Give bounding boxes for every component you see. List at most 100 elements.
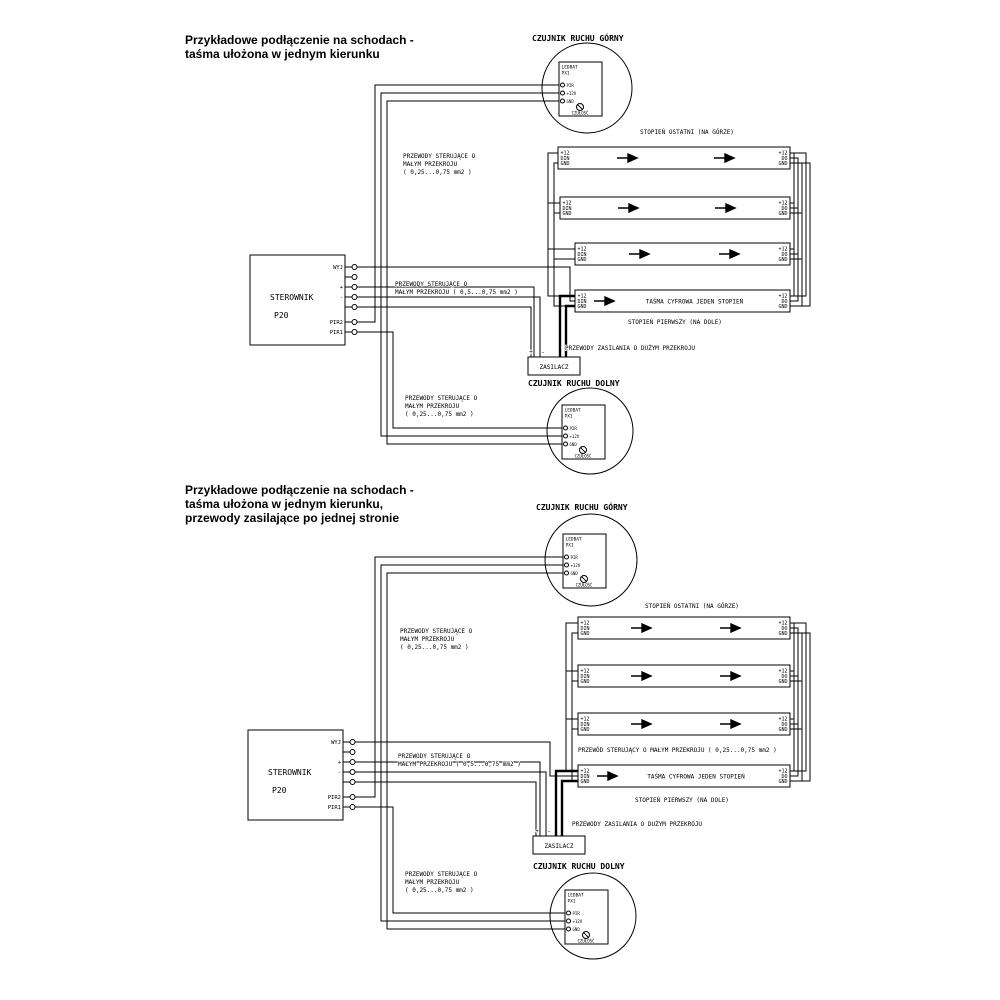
strip-pin-right: DO bbox=[781, 156, 787, 162]
strip-pin-left: +12 bbox=[578, 294, 587, 300]
module-pin-label: GND bbox=[571, 571, 579, 576]
direction-arrow bbox=[618, 202, 640, 214]
step-first-label: STOPIEŃ PIERWSZY (NA DOLE) bbox=[628, 319, 722, 326]
pot-label: CZUŁOŚĆ bbox=[575, 454, 592, 459]
wires-small-label: MAŁYM PRZEKROJU bbox=[403, 161, 458, 168]
sensitivity-pot bbox=[576, 103, 584, 111]
wire bbox=[790, 670, 795, 720]
strip-pin-right: +12 bbox=[778, 717, 787, 723]
wire bbox=[357, 306, 532, 357]
wires-small-label: PRZEWODY STERUJĄCE O bbox=[400, 628, 473, 635]
step-last-label: STOPIEŃ OSTATNI (NA GÓRZE) bbox=[640, 129, 734, 136]
strip-pin-right: DO bbox=[781, 626, 787, 632]
wire bbox=[790, 202, 795, 250]
module-model: PX1 bbox=[565, 414, 573, 420]
module-name: LEDBAT bbox=[562, 65, 579, 71]
controller-terminal bbox=[349, 779, 356, 785]
module-pin-label: GND bbox=[567, 99, 575, 104]
strip-pin-right: +12 bbox=[778, 151, 787, 157]
wire bbox=[790, 622, 807, 772]
strip-pin-right: GND bbox=[778, 779, 787, 785]
wires-mid-label: MAŁYM PRZEKROJU ( 0,5...0,75 mm2 ) bbox=[398, 761, 521, 768]
wire bbox=[553, 162, 575, 307]
module-terminal bbox=[563, 433, 568, 439]
sensitivity-pot bbox=[579, 446, 587, 454]
controller-model: P20 bbox=[272, 786, 287, 795]
wires-power-label: PRZEWODY ZASILANIA O DUŻYM PRZEKROJU bbox=[572, 821, 702, 828]
direction-arrow bbox=[631, 670, 653, 682]
wire bbox=[790, 152, 807, 297]
module-model: PX1 bbox=[562, 71, 570, 77]
strip-pin-left: GND bbox=[581, 631, 590, 637]
diagram1-title-line1: Przykładowe podłączenie na schodach - bbox=[185, 33, 414, 47]
direction-arrow bbox=[720, 670, 742, 682]
controller-terminal bbox=[349, 749, 356, 755]
pot-slot bbox=[583, 932, 589, 938]
led-strip-outline bbox=[577, 712, 791, 736]
terminal-label: + bbox=[338, 760, 342, 766]
sensor-upper-label: CZUJNIK RUCHU GÓRNY bbox=[536, 501, 628, 512]
strip-pin-left: +12 bbox=[581, 621, 590, 627]
strip-pin-left: GND bbox=[578, 257, 587, 263]
wire bbox=[355, 806, 565, 914]
wires-power-label: PRZEWODY ZASILANIA O DUŻYM PRZEKROJU bbox=[565, 345, 695, 352]
wires-small-label: ( 0,25...0,75 mm2 ) bbox=[400, 644, 469, 651]
psu-label: ZASILACZ bbox=[545, 843, 574, 850]
module-pin-label: GND bbox=[573, 927, 581, 932]
sensitivity-pot bbox=[582, 931, 590, 939]
wire bbox=[357, 286, 535, 357]
power-supply-box bbox=[532, 835, 586, 855]
sensor-module bbox=[558, 61, 603, 117]
strip-pin-right: GND bbox=[778, 304, 787, 310]
controller-box bbox=[247, 729, 344, 821]
wire bbox=[790, 248, 795, 297]
psu-label: ZASILACZ bbox=[540, 364, 569, 371]
wires-small-label: MAŁYM PRZEKROJU bbox=[405, 879, 460, 886]
wire bbox=[790, 632, 803, 682]
module-terminal bbox=[563, 425, 568, 431]
terminal-label: - bbox=[340, 295, 343, 301]
direction-arrow bbox=[629, 248, 651, 260]
wire bbox=[380, 564, 565, 922]
terminal-label: PIR2 bbox=[330, 320, 343, 326]
strip-pin-right: +12 bbox=[778, 769, 787, 775]
module-terminal bbox=[564, 554, 569, 560]
strip-pin-right: +12 bbox=[778, 294, 787, 300]
terminal-label: - bbox=[338, 770, 341, 776]
strip-pin-right: GND bbox=[778, 161, 787, 167]
strip-pin-left: GND bbox=[581, 727, 590, 733]
sensor-circle bbox=[546, 387, 634, 475]
wire bbox=[790, 253, 799, 302]
module-pin-label: PIR bbox=[571, 555, 579, 560]
wire bbox=[547, 152, 575, 297]
sensor-module bbox=[561, 404, 606, 460]
strip-pin-left: DIN bbox=[581, 722, 590, 728]
direction-arrow bbox=[597, 770, 619, 782]
controller-terminal bbox=[351, 264, 358, 270]
strip-pin-left: DIN bbox=[581, 626, 590, 632]
wire bbox=[790, 258, 803, 307]
tape-one-step-label: TAŚMA CYFROWA JEDEN STOPIEŃ bbox=[647, 774, 745, 781]
module-name: LEDBAT bbox=[568, 893, 585, 899]
controller-name: STEROWNIK bbox=[270, 293, 314, 302]
terminal-label: + bbox=[340, 285, 344, 291]
strip-pin-left: +12 bbox=[581, 669, 590, 675]
module-terminal bbox=[563, 441, 568, 447]
module-terminal bbox=[560, 98, 565, 104]
controller-model: P20 bbox=[274, 311, 289, 320]
module-terminal bbox=[564, 570, 569, 576]
wire bbox=[357, 331, 562, 429]
psu-minus: - bbox=[547, 828, 551, 835]
wire bbox=[357, 296, 541, 357]
strip-pin-left: +12 bbox=[561, 151, 570, 157]
